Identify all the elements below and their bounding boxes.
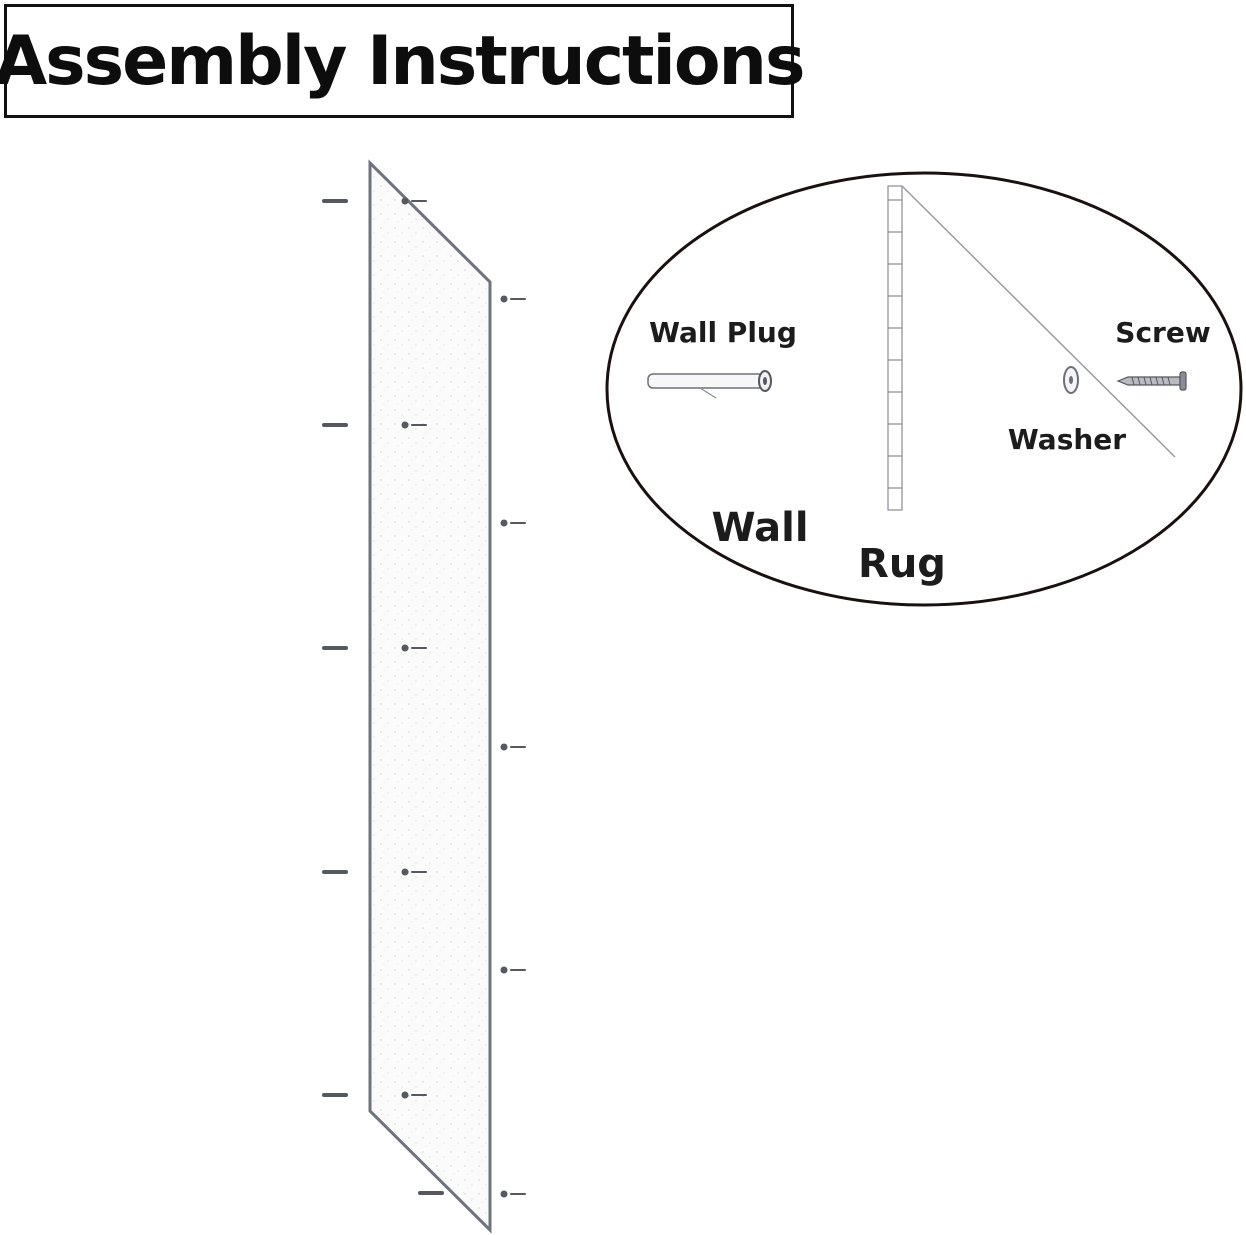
wall-plug-icon	[647, 370, 772, 399]
detail-callout: Wall Plug Screw Washer Wall Rug	[605, 171, 1243, 607]
screw-icon	[1116, 371, 1187, 391]
wall-label: Wall	[711, 505, 808, 551]
rug-cross-section	[887, 185, 903, 511]
washer-icon	[1063, 366, 1079, 394]
panel-screws	[401, 197, 526, 1198]
rug-label: Rug	[858, 541, 946, 587]
wall-plug-label: Wall Plug	[649, 316, 797, 349]
guide-line	[901, 185, 1176, 458]
left-wall-plugs	[322, 199, 444, 1195]
washer-label: Washer	[1008, 423, 1126, 456]
rug-panel	[368, 159, 492, 1234]
page-title: Assembly Instructions	[0, 21, 805, 101]
title-box: Assembly Instructions	[0, 4, 805, 118]
screw-label: Screw	[1115, 316, 1210, 349]
mounting-hardware	[322, 197, 526, 1198]
